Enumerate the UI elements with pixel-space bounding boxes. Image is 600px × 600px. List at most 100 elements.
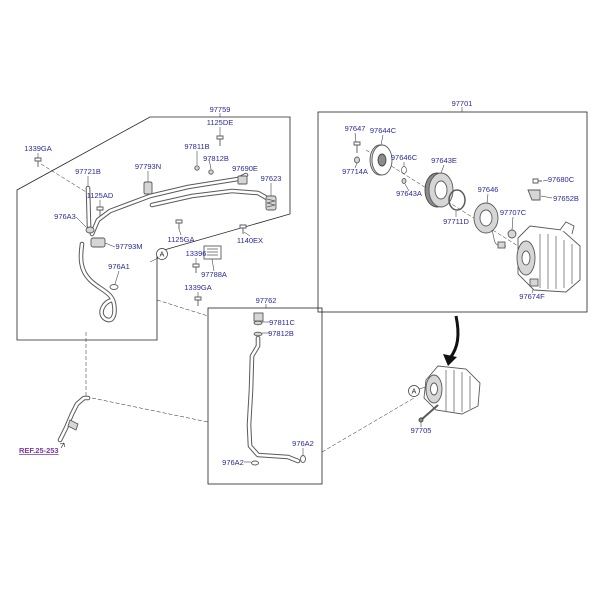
screw-1339GA-2-drawing (194, 296, 202, 306)
part-number-97714A[interactable]: 97714A (342, 167, 368, 176)
bolt-97705-head (418, 417, 424, 423)
part-number-97811B[interactable]: 97811B (184, 142, 209, 151)
part-number-1125AD[interactable]: 1125AD (87, 191, 114, 200)
suction-hose-outline (246, 335, 301, 464)
part-number-1339GA-2[interactable]: 1339GA (184, 283, 212, 292)
shim-97714A-drawing (354, 156, 360, 164)
leader-line (178, 228, 182, 236)
screw-1125GA-drawing (175, 219, 183, 229)
leader-line (540, 195, 553, 199)
install-arrow-head (443, 354, 457, 366)
bracket-97788A-drawing (203, 245, 222, 260)
part-number-97647[interactable]: 97647 (345, 124, 366, 133)
screw-1140EX-drawing (239, 224, 247, 234)
reference-pipe-bracket (67, 419, 79, 431)
leader-line (354, 132, 357, 143)
callout-marker-a-lower (408, 385, 420, 397)
screw-13396-drawing (192, 263, 200, 273)
part-number-1125DE[interactable]: 1125DE (207, 118, 234, 127)
leader-line (114, 270, 120, 285)
callout-marker-a-lower-text: A (412, 389, 417, 396)
screw-1339GA-drawing (34, 157, 42, 167)
bracket-97788A-detail (207, 248, 218, 256)
fitting-97762-drawing (253, 312, 264, 322)
flex-hose-fill (79, 242, 116, 322)
group-number-97701[interactable]: 97701 (452, 99, 473, 108)
part-number-97690E[interactable]: 97690E (232, 164, 258, 173)
assembly-dashed-line (156, 299, 209, 317)
part-number-97705[interactable]: 97705 (411, 426, 432, 435)
part-number-13396[interactable]: 13396 (186, 249, 207, 258)
valve-97707C-drawing (507, 229, 517, 239)
part-number-97711D[interactable]: 97711D (443, 217, 469, 226)
leader-line (211, 258, 215, 272)
assembly-dashed-line (321, 397, 415, 453)
leader-line (380, 134, 384, 146)
part-number-97674F[interactable]: 97674F (519, 292, 545, 301)
leader-line (486, 193, 489, 204)
part-number-976A1[interactable]: 976A1 (108, 262, 130, 271)
part-number-97793M[interactable]: 97793M (115, 242, 142, 251)
compressor-installed-shaft (430, 382, 438, 396)
bolt-97647-drawing (353, 141, 361, 153)
assembly-dashed-line (40, 163, 87, 193)
part-number-1125GA[interactable]: 1125GA (168, 235, 195, 244)
fitting-97690E-drawing (237, 175, 248, 185)
compressor-97701-fins (539, 234, 573, 289)
compressor-97701-shaft (521, 250, 531, 266)
compressor-97701-body (517, 225, 581, 293)
snap-ring-97646C-drawing (401, 166, 407, 174)
field-coil-connector (497, 241, 506, 249)
leader-line (354, 162, 358, 169)
callout-marker-a-upper (156, 248, 168, 260)
lower-hose-frame (207, 307, 323, 485)
discharge-tube-fill (90, 173, 248, 236)
part-number-97644C[interactable]: 97644C (370, 126, 397, 135)
suction-hose-fill (247, 336, 300, 463)
part-number-97680C[interactable]: 97680C (548, 175, 575, 184)
install-arrow (448, 315, 460, 359)
part-number-1140EX[interactable]: 1140EX (237, 236, 263, 245)
part-number-97643A[interactable]: 97643A (396, 189, 422, 198)
reference-arrow (59, 442, 65, 449)
compressor-97701-mount (559, 221, 575, 235)
leader-line (75, 216, 88, 229)
group-number-97759[interactable]: 97759 (210, 105, 231, 114)
screw-1125AD-drawing (96, 206, 104, 216)
leader-line (243, 231, 251, 237)
leader-line (104, 242, 116, 248)
flex-hose-outline (78, 241, 117, 323)
part-number-1339GA[interactable]: 1339GA (24, 144, 52, 153)
leader-line (542, 179, 549, 182)
callout-marker-a-upper-text: A (160, 252, 165, 259)
oring-976A2-right-drawing (300, 455, 306, 463)
part-number-97646[interactable]: 97646 (478, 185, 499, 194)
part-number-97812B-2[interactable]: 97812B (268, 329, 294, 338)
part-number-97652B[interactable]: 97652B (553, 194, 579, 203)
part-number-97793N[interactable]: 97793N (135, 162, 161, 171)
part-number-976A2-left[interactable]: 976A2 (222, 458, 244, 467)
part-number-97643E[interactable]: 97643E (431, 156, 457, 165)
part-number-97812B[interactable]: 97812B (203, 154, 229, 163)
leader-lines-layer (37, 107, 553, 463)
part-number-97646C[interactable]: 97646C (391, 153, 418, 162)
part-number-97623[interactable]: 97623 (261, 174, 282, 183)
oring-97811B-drawing (194, 165, 200, 171)
discharge-tube-outline (89, 172, 249, 237)
part-number-976A2-right[interactable]: 976A2 (292, 439, 314, 448)
leader-line (511, 216, 514, 231)
reference-link[interactable]: REF.25-253 (19, 446, 59, 455)
part-number-97721B[interactable]: 97721B (75, 167, 101, 176)
part-number-97788A[interactable]: 97788A (201, 270, 227, 279)
part-number-97811C[interactable]: 97811C (269, 318, 295, 327)
part-number-97707C[interactable]: 97707C (500, 208, 527, 217)
clutch-disc-97644C-hub (377, 153, 387, 167)
part-number-976A3[interactable]: 976A3 (54, 212, 76, 221)
compressor-assembly-frame (317, 111, 588, 313)
compressor-installed-fins (445, 370, 471, 412)
leader-line (404, 183, 410, 192)
field-coil-97646-bore (479, 209, 493, 227)
snap-ring-97711D-drawing (448, 189, 466, 211)
group-number-97762[interactable]: 97762 (256, 296, 277, 305)
